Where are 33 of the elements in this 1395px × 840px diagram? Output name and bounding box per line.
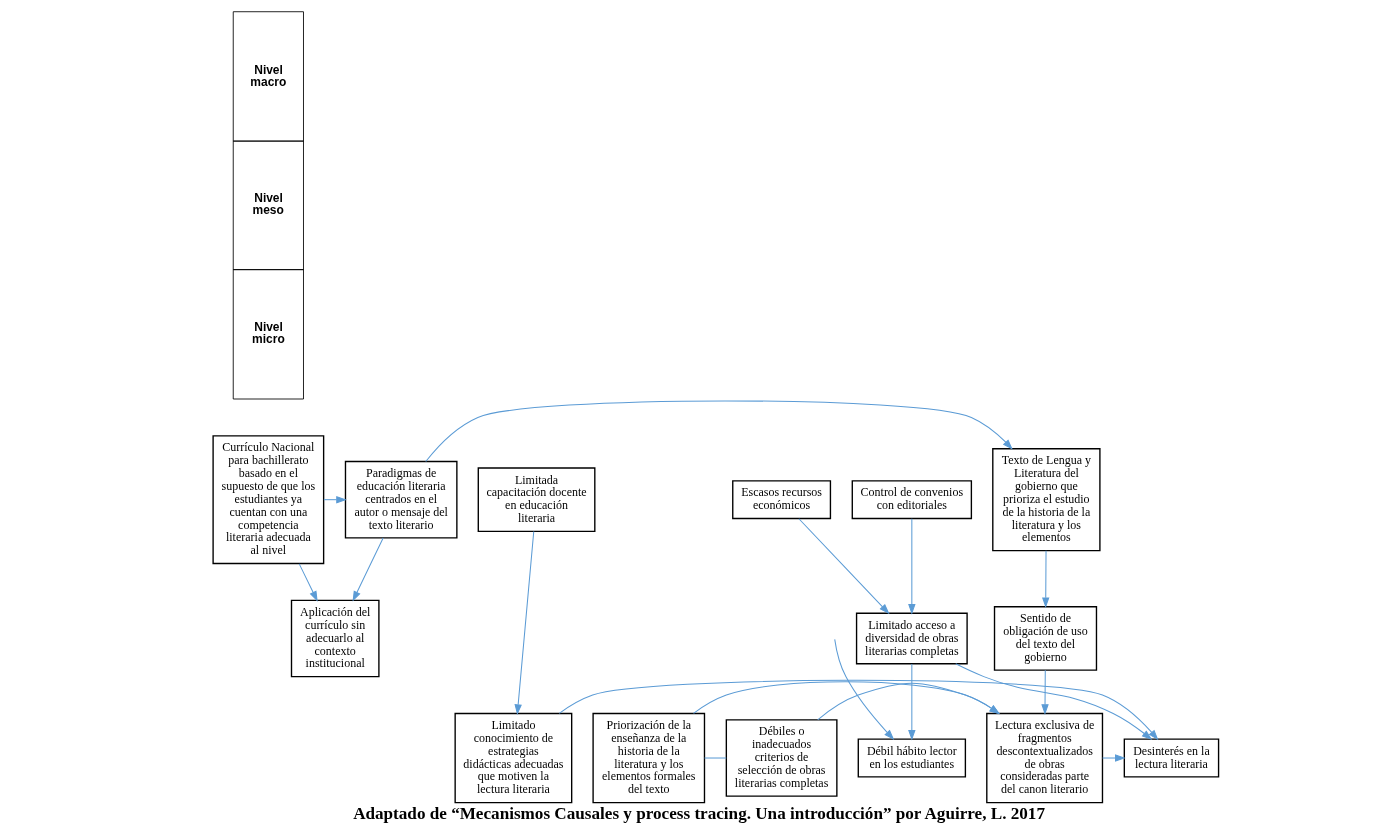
node-box: Texto de Lengua y Literatura del gobierno que prioriza el estudio de la historia de la literatura y los elementos	[991, 448, 1101, 552]
node-box: Débil hábito lector en los estudiantes	[857, 738, 966, 778]
arrow	[954, 663, 1152, 740]
arrow	[907, 663, 916, 741]
arrow	[513, 531, 534, 715]
node-box: Priorización de la enseñanza de la historia de la literatura y los elementos formales del texto	[591, 712, 705, 804]
node-box: Aplicación del currículo sin adecuarlo al contexto institucional	[290, 599, 380, 678]
arrow	[322, 495, 347, 504]
arrow	[298, 563, 318, 602]
connector	[703, 757, 727, 759]
node-box: Control de convenios con editoriales	[851, 480, 972, 520]
node-box: Limitado conocimiento de estrategias didácticas adecuadas que motiven la lectura literaria	[453, 712, 572, 804]
arrow	[797, 518, 890, 615]
node-box: Sentido de obligación de uso del texto del gobierno	[993, 606, 1097, 671]
arrow	[833, 638, 894, 740]
arrow	[692, 681, 1000, 715]
node-box: Limitada capacitación docente en educación literaria	[477, 467, 595, 533]
arrow	[1041, 550, 1049, 609]
node-box: Desinterés en la lectura literaria	[1123, 738, 1219, 778]
arrow	[1040, 669, 1049, 715]
arrow	[1101, 754, 1126, 762]
node-box: Limitado acceso a diversidad de obras literarias completas	[855, 612, 968, 665]
caption: Adaptado de “Mecanismos Causales y process tracing. Una introducción” por Aguirre, L. 2017	[352, 803, 1045, 823]
arrow	[907, 518, 916, 615]
node-box: Débiles o inadecuados criterios de selección de obras literarias completas	[725, 719, 838, 797]
node-box: Paradigmas de educación literaria centrados en el autor o mensaje del texto literario	[344, 460, 458, 539]
arrow	[424, 400, 1013, 463]
node-box: Lectura exclusiva de fragmentos descontextualizados de obras consideradas parte del canon literario	[985, 712, 1103, 804]
arrow	[352, 537, 384, 602]
arrow	[816, 682, 1000, 721]
node-box: Escasos recursos económicos	[731, 480, 831, 520]
arrow	[558, 679, 1158, 741]
node-box: Currículo Nacional para bachillerato basado en el supuesto de que los estudiantes ya cuentan con una competencia literaria adecuada al nivel	[211, 435, 324, 565]
